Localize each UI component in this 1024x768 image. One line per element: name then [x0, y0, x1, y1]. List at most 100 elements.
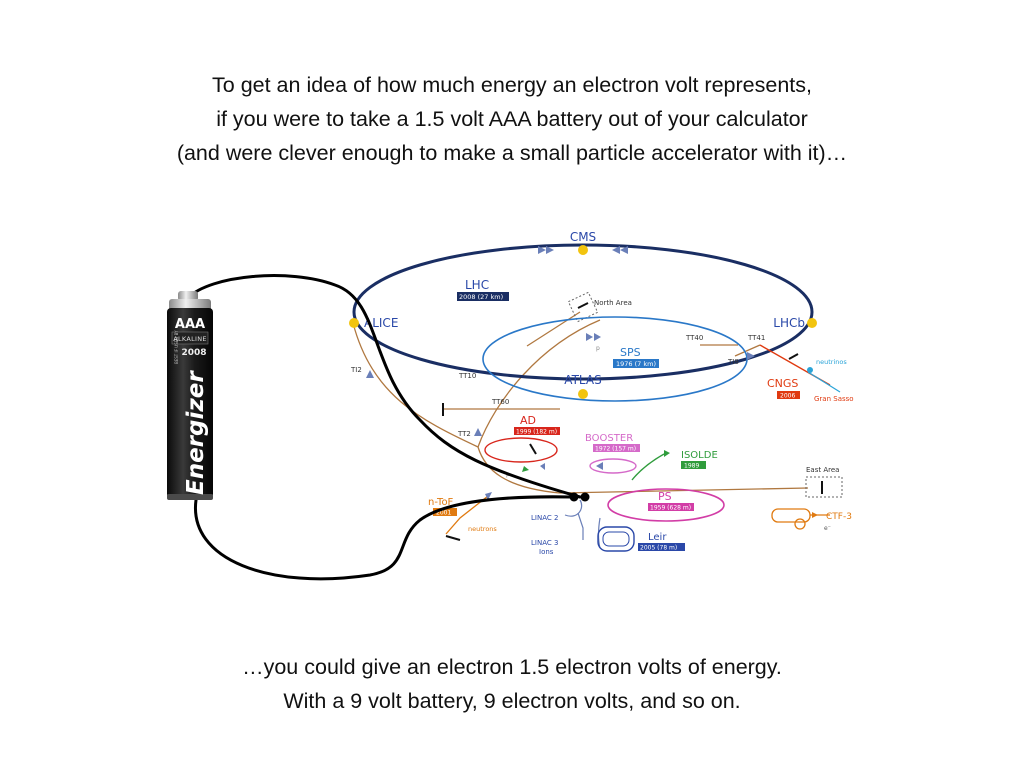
- tt10-label: TT10: [458, 372, 476, 380]
- leir-label: Leir: [648, 532, 667, 543]
- battery-wires: [186, 274, 582, 581]
- electron-label: e⁻: [824, 525, 831, 532]
- top-caption-line-1: To get an idea of how much energy an ele…: [212, 73, 812, 97]
- tt2-label: TT2: [457, 430, 471, 438]
- ti2-label: TI2: [350, 366, 362, 374]
- ions-label: Ions: [539, 548, 554, 556]
- sps-info-badge: [613, 359, 659, 368]
- linac3-label: LINAC 3: [531, 539, 558, 547]
- battery-body: [167, 308, 213, 498]
- sps-label: SPS: [620, 346, 641, 359]
- battery-size-label: AAA: [175, 317, 205, 332]
- lhc-info-badge: [457, 292, 509, 301]
- top-caption: To get an idea of how much energy an ele…: [0, 68, 1024, 170]
- experiment-alice: ALICE: [349, 316, 398, 330]
- experiment-atlas: ATLAS: [564, 373, 602, 399]
- ctf3-label: CTF-3: [826, 512, 852, 522]
- isolde-label: ISOLDE: [681, 450, 718, 461]
- north-area-label: North Area: [594, 299, 632, 307]
- cngs-label: CNGS: [767, 377, 798, 390]
- lhc-label-group: LHC 2008 (27 km): [457, 278, 509, 301]
- wire-junction-1: [580, 492, 590, 502]
- experiment-lhcb: LHCb: [773, 316, 817, 330]
- bottom-caption-line-2: With a 9 volt battery, 9 electron volts,…: [283, 689, 741, 713]
- leir-info: 2005 (78 m): [640, 545, 677, 552]
- cms-label: CMS: [570, 230, 596, 244]
- sps-label-group: SPS 1976 (7 km): [613, 346, 659, 368]
- tt40-label: TT40: [685, 334, 703, 342]
- alice-label: ALICE: [364, 316, 398, 330]
- ntof-info-badge: [433, 508, 457, 516]
- transfer-lines: [352, 311, 809, 494]
- ps-group: PS 1959 (628 m): [607, 488, 725, 522]
- top-caption-line-3: (and were clever enough to make a small …: [176, 141, 848, 165]
- sps-p-label: p: [596, 345, 600, 352]
- cngs-info: 2006: [780, 393, 795, 400]
- tt41-label: TT41: [747, 334, 765, 342]
- battery-type-label: ALKALINE: [173, 335, 207, 343]
- battery: AAA ALKALINE BEST IF USED BY 2008 Energi…: [167, 291, 213, 500]
- north-area-line: [526, 311, 581, 347]
- tunnel-labels: TI2 TT10 TT60 TT2 TT40 TT41 TI8 p: [350, 334, 765, 438]
- ad-info-badge: [514, 427, 560, 435]
- leir-ring: [597, 526, 635, 552]
- leir-info-badge: [638, 543, 685, 551]
- ti2-line: [352, 322, 479, 448]
- booster-info: 1972 (157 m): [595, 446, 636, 453]
- lhcb-label: LHCb: [773, 316, 805, 330]
- ad-info: 1999 (182 m): [516, 429, 557, 436]
- booster-ring: [589, 458, 637, 474]
- isolde-info-badge: [681, 461, 706, 469]
- neutrons-label: neutrons: [468, 525, 497, 533]
- experiment-cms: CMS: [570, 230, 596, 255]
- ad-group: AD 1999 (182 m) p: [484, 414, 560, 478]
- negative-wire: [194, 495, 574, 581]
- isolde-info: 1989: [684, 463, 699, 470]
- east-area-label: East Area: [806, 466, 839, 474]
- ntof-group: n-ToF 2001 neutrons: [428, 492, 497, 541]
- ctf3-group: CTF-3 e⁻: [771, 508, 852, 532]
- cngs-info-badge: [777, 391, 800, 399]
- ps-info-badge: [648, 503, 694, 511]
- neutrinos-label: neutrinos: [816, 358, 847, 366]
- bottom-caption: …you could give an electron 1.5 electron…: [0, 650, 1024, 718]
- ad-label: AD: [520, 414, 536, 427]
- ps-info: 1959 (628 m): [650, 505, 691, 512]
- battery-year-label: 2008: [181, 348, 206, 358]
- booster-group: BOOSTER 1972 (157 m): [585, 433, 640, 474]
- linac2-label: LINAC 2: [531, 514, 558, 522]
- tt60-label: TT60: [491, 398, 509, 406]
- lhc-label: LHC: [465, 278, 489, 292]
- ps-ring: [607, 488, 725, 522]
- tt2-line: [477, 446, 561, 494]
- sps-info: 1976 (7 km): [616, 360, 656, 368]
- positive-wire: [186, 274, 582, 499]
- lhc-info: 2008 (27 km): [459, 293, 503, 301]
- ntof-info: 2001: [436, 510, 451, 517]
- atlas-label: ATLAS: [564, 373, 601, 387]
- lhc-ring: [352, 243, 814, 381]
- ad-ring: [484, 437, 558, 463]
- east-area: East Area: [805, 466, 843, 498]
- battery-terminal: [178, 291, 198, 301]
- leir-group: Leir 2005 (78 m): [597, 526, 685, 552]
- linac-group: [564, 499, 601, 549]
- cngs-group: neutrinos CNGS 2006 Gran Sasso: [759, 344, 854, 403]
- ti8-label: TI8: [727, 358, 739, 366]
- top-caption-line-2: if you were to take a 1.5 volt AAA batte…: [216, 107, 808, 131]
- ps-label: PS: [658, 490, 672, 503]
- tt10-line: [477, 319, 601, 448]
- battery-expiry-label: BEST IF USED BY: [174, 330, 179, 364]
- ti8-line: [734, 344, 761, 357]
- ntof-label: n-ToF: [428, 497, 454, 508]
- battery-brand-logo: Energizer: [183, 370, 209, 495]
- gran-sasso-label: Gran Sasso: [814, 395, 854, 403]
- wire-junction-2: [569, 492, 579, 502]
- beam-arrows: [366, 246, 755, 436]
- north-area: North Area: [567, 291, 632, 323]
- bottom-caption-line-1: …you could give an electron 1.5 electron…: [242, 655, 782, 679]
- isolde-group: ISOLDE 1989: [631, 450, 718, 481]
- booster-info-badge: [593, 444, 640, 452]
- booster-label: BOOSTER: [585, 433, 633, 444]
